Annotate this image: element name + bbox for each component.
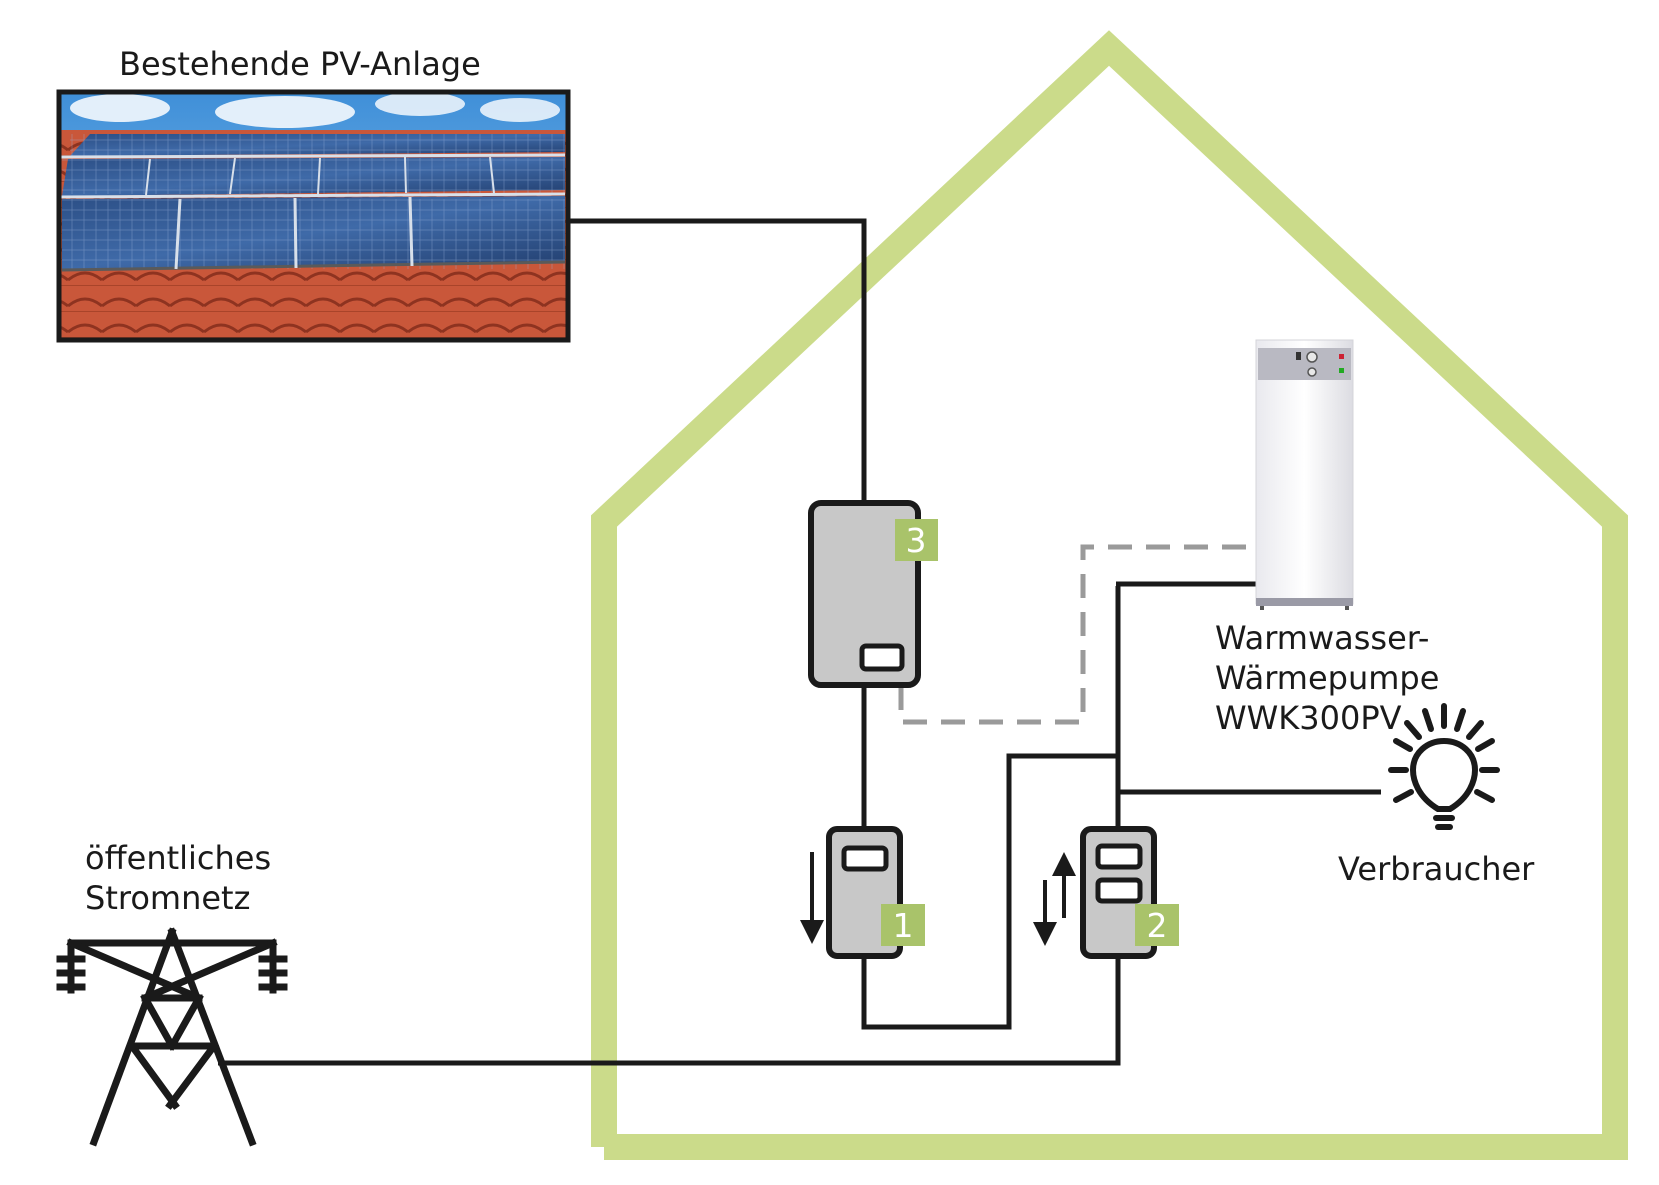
meter-2-device: 2: [1033, 826, 1179, 959]
public-grid-label-line-1: öffentliches: [85, 839, 272, 877]
house-outline: [591, 30, 1628, 1160]
heat-pump-label: Warmwasser- Wärmepumpe WWK300PV: [1215, 618, 1439, 738]
pv-array-photo: [56, 89, 571, 343]
inverter-badge: 3: [906, 521, 927, 560]
wire-meter-1-to-consumers: [861, 753, 1118, 1030]
heat-pump-tank: [1255, 339, 1354, 610]
meter-1-badge: 1: [893, 906, 914, 945]
heat-pump-label-line-3: WWK300PV: [1215, 699, 1402, 737]
inverter-device: 3: [808, 500, 938, 688]
heat-pump-label-line-2: Wärmepumpe: [1215, 659, 1440, 697]
bidirectional-arrow-icon: [1033, 852, 1076, 946]
data-link-inverter-heatpump: [898, 544, 1256, 725]
public-grid-label: öffentliches Stromnetz: [85, 838, 271, 918]
light-bulb-icon: [1388, 703, 1500, 830]
meter-1-device: 1: [800, 826, 925, 959]
pv-array-label: Bestehende PV-Anlage: [119, 45, 481, 83]
wire-pv-to-inverter: [568, 218, 867, 500]
meter-2-badge: 2: [1147, 906, 1168, 945]
power-pylon-icon: [56, 927, 288, 1147]
consumer-label: Verbraucher: [1338, 850, 1535, 888]
heat-pump-label-line-1: Warmwasser-: [1215, 619, 1430, 657]
wire-grid-to-meter-2: [218, 956, 1121, 1066]
public-grid-label-line-2: Stromnetz: [85, 879, 251, 917]
